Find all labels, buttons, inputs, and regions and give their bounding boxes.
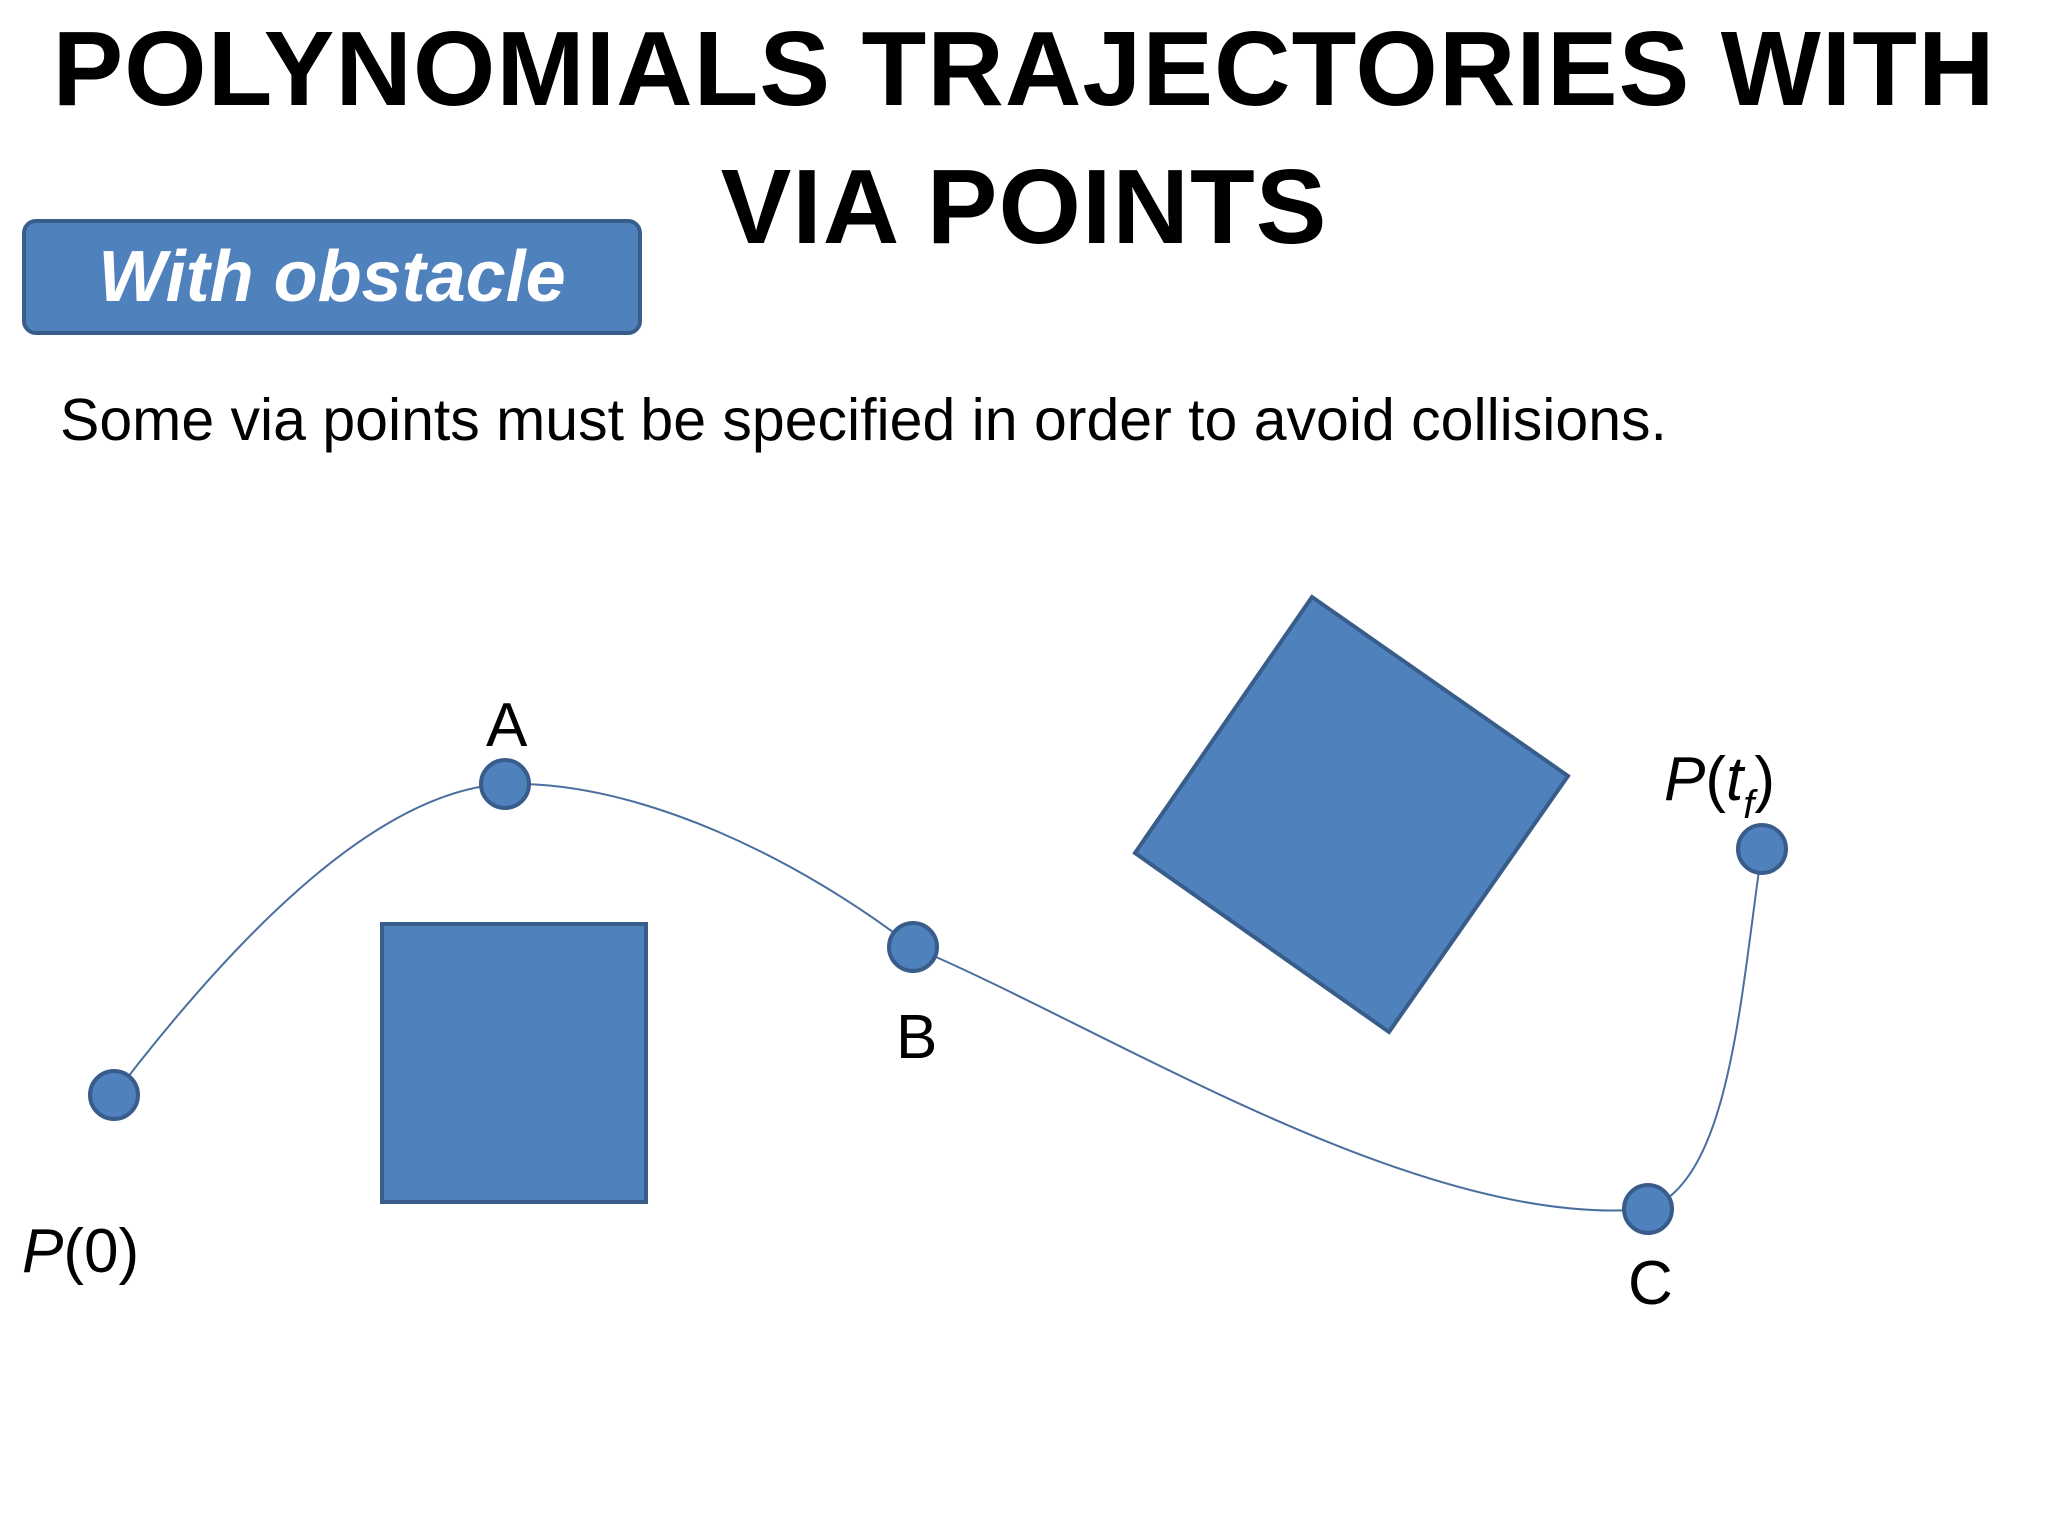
label-p0-arg: (0): [63, 1217, 139, 1286]
point-b: [887, 921, 939, 973]
point-c: [1622, 1183, 1674, 1235]
label-a: A: [486, 691, 528, 760]
with-obstacle-badge: With obstacle: [22, 219, 642, 335]
label-ptf-t: t: [1726, 745, 1746, 814]
point-end: [1736, 823, 1788, 875]
label-ptf-close: ): [1754, 745, 1775, 814]
page-title: POLYNOMIALS TRAJECTORIES WITH VIA POINTS: [0, 0, 2048, 276]
label-c: C: [1628, 1249, 1673, 1318]
subtitle-text: Some via points must be specified in ord…: [60, 387, 1667, 453]
label-p0: P(0): [22, 1217, 139, 1286]
obstacle-square: [380, 922, 648, 1204]
point-start: [88, 1069, 140, 1121]
label-ptf-open: (: [1705, 745, 1726, 814]
label-ptf: P(tf): [1664, 745, 1775, 827]
title-line-2: VIA POINTS: [720, 148, 1328, 266]
title-line-1: POLYNOMIALS TRAJECTORIES WITH: [52, 10, 1996, 128]
obstacle-rotated-square: [1132, 594, 1571, 1035]
point-a: [479, 758, 531, 810]
label-ptf-p: P: [1664, 745, 1705, 814]
label-p0-p: P: [22, 1217, 63, 1286]
label-b: B: [896, 1003, 937, 1072]
